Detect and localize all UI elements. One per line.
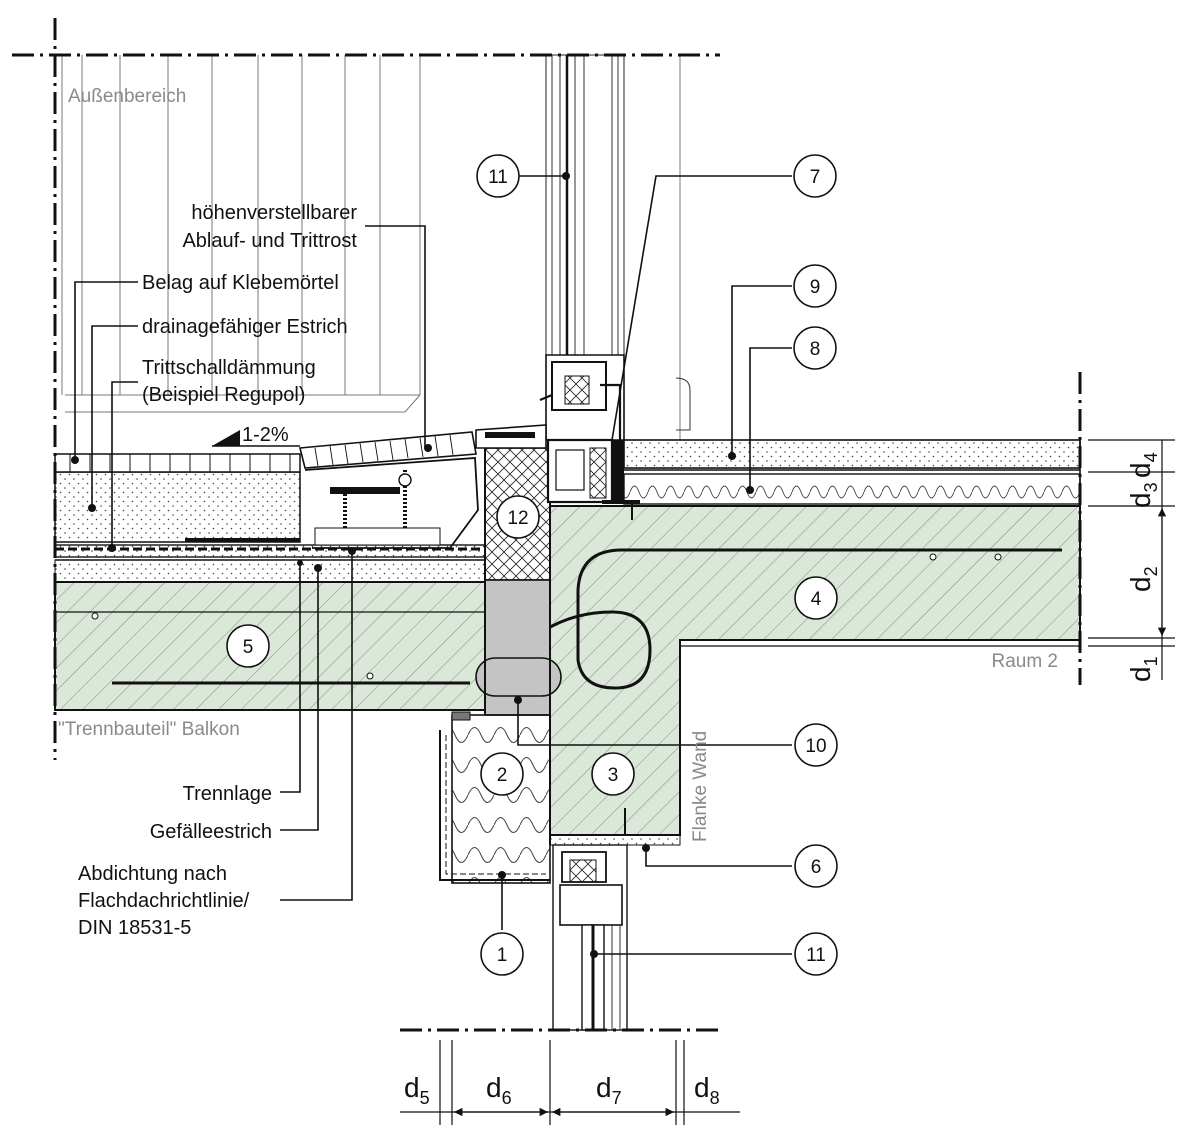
label-raum2: Raum 2 (991, 651, 1058, 672)
callout-7: 7 (793, 154, 837, 198)
svg-text:7: 7 (810, 167, 821, 188)
inner-concrete-slab-and-wall (478, 505, 1081, 846)
callout-11-top: 11 (476, 154, 520, 198)
svg-text:6: 6 (811, 857, 822, 878)
dimension-lines-right (1088, 439, 1175, 680)
label-trennbauteil: "Trennbauteil" Balkon (58, 719, 240, 740)
background-lines (61, 55, 681, 440)
svg-text:11: 11 (806, 945, 826, 966)
window-frame-bottom (552, 844, 628, 1031)
callout-8: 8 (793, 326, 837, 370)
leader-lines (71, 172, 792, 958)
axis-lines (12, 18, 1082, 1032)
callout-3: 3 (591, 752, 635, 796)
drainage-grating (298, 431, 479, 549)
interior-floor-layers (623, 439, 1081, 520)
label-aussenbereich: Außenbereich (68, 86, 186, 107)
dim-d5: d5 (404, 1072, 430, 1108)
svg-text:8: 8 (810, 339, 821, 360)
svg-text:9: 9 (810, 277, 821, 298)
callout-5: 5 (226, 624, 270, 668)
dim-d4: d4 (1125, 452, 1161, 478)
svg-text:2: 2 (497, 765, 508, 786)
svg-text:3: 3 (608, 765, 619, 786)
callout-11-bottom: 11 (794, 932, 838, 976)
dimension-texts: d3 d4 d2 d1 d5 d6 d7 d8 (404, 452, 1161, 1108)
label-abdichtung-line1: Abdichtung nach (78, 863, 227, 885)
label-flanke-wand: Flanke Wand (690, 731, 711, 842)
callout-6: 6 (794, 844, 838, 888)
text-labels: Außenbereich höhenverstellbarer Ablauf- … (58, 86, 1058, 939)
dim-d1: d1 (1125, 656, 1161, 682)
callout-1: 1 (480, 932, 524, 976)
dimension-lines-bottom (400, 1040, 740, 1125)
svg-text:1: 1 (497, 945, 508, 966)
slope-text: 1-2% (242, 424, 289, 446)
label-estrich: drainagefähiger Estrich (142, 316, 348, 338)
dim-d7: d7 (596, 1072, 622, 1108)
dim-d2: d2 (1125, 566, 1161, 592)
window-frame-top (539, 54, 691, 441)
callout-12: 12 (496, 495, 540, 539)
balcony-floor-layers (54, 453, 486, 583)
dim-d3: d3 (1125, 482, 1161, 508)
svg-text:4: 4 (811, 589, 822, 610)
label-abdichtung-line2: Flachdachrichtlinie/ (78, 890, 250, 912)
callout-bubbles: 11 7 9 8 12 4 5 10 (226, 154, 838, 976)
thermal-break-element (475, 447, 562, 845)
slope-indicator: 1-2% (212, 424, 300, 447)
label-gefaelleestrich: Gefälleestrich (150, 821, 272, 843)
svg-text:10: 10 (805, 736, 826, 757)
dim-d6: d6 (486, 1072, 512, 1108)
dim-d8: d8 (694, 1072, 720, 1108)
label-tritt-line2: (Beispiel Regupol) (142, 384, 305, 406)
label-abdichtung-line3: DIN 18531-5 (78, 917, 191, 939)
balcony-slab (54, 581, 486, 711)
svg-text:11: 11 (488, 167, 508, 188)
label-belag: Belag auf Klebemörtel (142, 272, 339, 294)
callout-4: 4 (794, 576, 838, 620)
svg-text:12: 12 (507, 508, 528, 529)
callout-2: 2 (480, 752, 524, 796)
svg-text:5: 5 (243, 637, 254, 658)
label-rost-line2: Ablauf- und Trittrost (182, 230, 357, 252)
callout-9: 9 (793, 264, 837, 308)
callout-10: 10 (794, 723, 838, 767)
label-rost-line1: höhenverstellbarer (191, 202, 357, 224)
label-tritt-line1: Trittschalldämmung (142, 357, 316, 379)
exterior-insulation (439, 711, 551, 884)
door-threshold (475, 424, 640, 504)
label-trennlage: Trennlage (183, 783, 272, 805)
